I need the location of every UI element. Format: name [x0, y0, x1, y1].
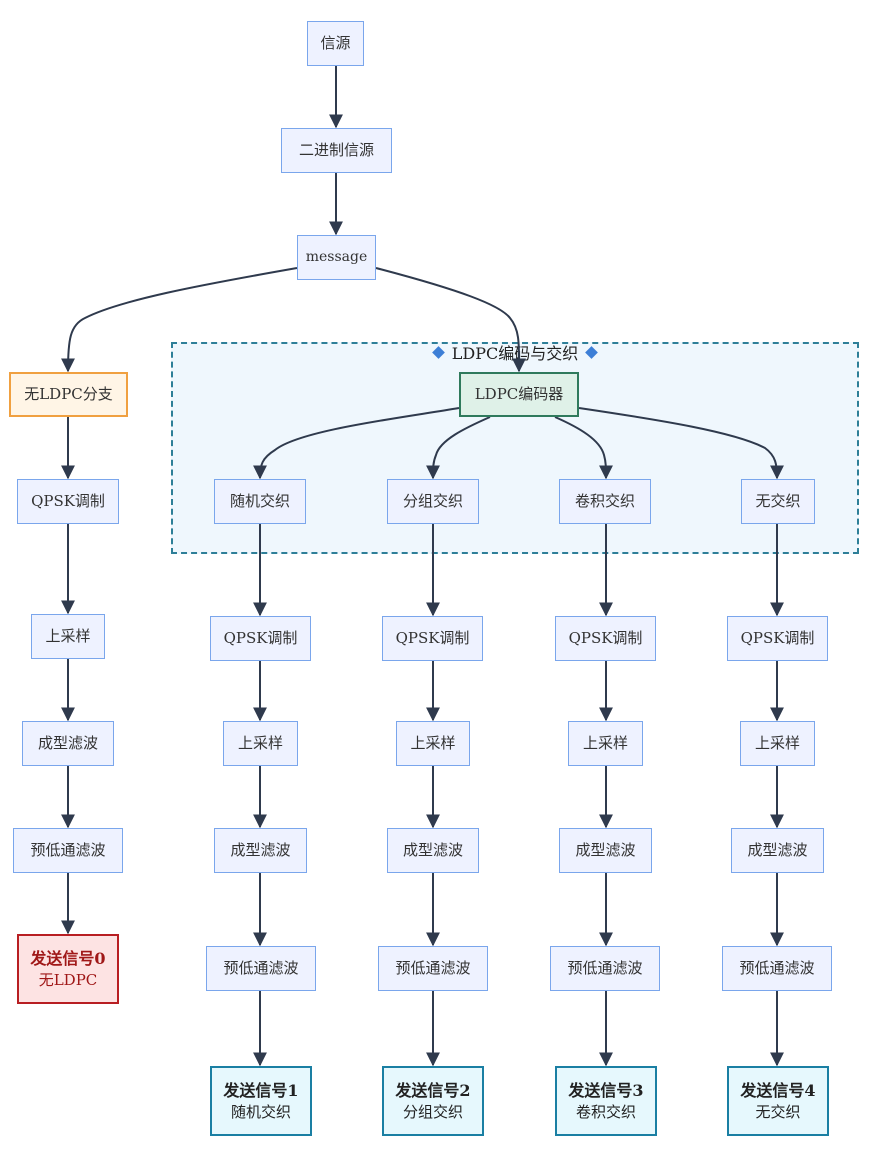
upsample-node-4: 上采样 [740, 721, 815, 766]
prelowpass-filter-node-2: 预低通滤波 [378, 946, 488, 991]
shaping-filter-node-3: 成型滤波 [559, 828, 652, 873]
prelowpass-filter-label-3: 预低通滤波 [567, 959, 643, 978]
qpsk-node-2: QPSK调制 [382, 616, 483, 661]
interleaver-node-1: 随机交织 [214, 479, 306, 524]
output-title-0: 发送信号0 [30, 949, 106, 969]
qpsk-label-2: QPSK调制 [395, 629, 470, 648]
interleaver-node-4: 无交织 [741, 479, 815, 524]
message-label: message [305, 249, 368, 266]
shaping-filter-node-1: 成型滤波 [214, 828, 307, 873]
prelowpass-filter-label-2: 预低通滤波 [395, 959, 471, 978]
qpsk-node-4: QPSK调制 [727, 616, 828, 661]
output-node-0: 发送信号0 无LDPC [17, 934, 119, 1004]
ldpc-encoder-node: LDPC编码器 [459, 372, 579, 417]
qpsk-label-3: QPSK调制 [568, 629, 643, 648]
interleaver-label-1: 随机交织 [229, 492, 290, 511]
prelowpass-filter-node-3: 预低通滤波 [550, 946, 660, 991]
qpsk-node-0: QPSK调制 [17, 479, 119, 524]
interleaver-node-2: 分组交织 [387, 479, 479, 524]
output-subtitle-2: 分组交织 [402, 1102, 463, 1121]
prelowpass-filter-node-0: 预低通滤波 [13, 828, 123, 873]
source-node: 信源 [307, 21, 364, 66]
qpsk-node-3: QPSK调制 [555, 616, 656, 661]
edge-arrow-12 [578, 407, 784, 480]
edge-arrow-9 [253, 407, 460, 480]
ldpc-encoder-label: LDPC编码器 [474, 385, 564, 404]
output-title-4: 发送信号4 [740, 1081, 816, 1101]
upsample-node-1: 上采样 [223, 721, 298, 766]
shaping-filter-label-1: 成型滤波 [230, 841, 291, 860]
qpsk-node-1: QPSK调制 [210, 616, 311, 661]
upsample-node-3: 上采样 [568, 721, 643, 766]
binary-source-node: 二进制信源 [281, 128, 392, 173]
output-subtitle-3: 卷积交织 [575, 1102, 636, 1121]
output-subtitle-0: 无LDPC [38, 970, 98, 989]
ldpc-cluster-title: LDPC编码与交织 [171, 342, 859, 366]
upsample-node-2: 上采样 [396, 721, 470, 766]
output-title-3: 发送信号3 [568, 1081, 644, 1101]
prelowpass-filter-label-0: 预低通滤波 [30, 841, 106, 860]
output-node-2: 发送信号2 分组交织 [382, 1066, 484, 1136]
upsample-label-4: 上采样 [754, 734, 800, 753]
output-title-1: 发送信号1 [223, 1081, 299, 1101]
shaping-filter-label-2: 成型滤波 [402, 841, 463, 860]
upsample-label-0: 上采样 [45, 627, 91, 646]
interleaver-node-3: 卷积交织 [559, 479, 651, 524]
prelowpass-filter-node-1: 预低通滤波 [206, 946, 316, 991]
no-ldpc-branch-node: 无LDPC分支 [9, 372, 128, 417]
shaping-filter-node-0: 成型滤波 [22, 721, 114, 766]
source-label: 信源 [320, 34, 351, 53]
output-title-2: 发送信号2 [395, 1081, 471, 1101]
prelowpass-filter-node-4: 预低通滤波 [722, 946, 832, 991]
edge-arrow-3 [375, 267, 527, 373]
edge-arrow-11 [554, 416, 613, 480]
shaping-filter-label-4: 成型滤波 [747, 841, 808, 860]
qpsk-label-0: QPSK调制 [31, 492, 105, 511]
interleaver-label-3: 卷积交织 [574, 492, 635, 511]
prelowpass-filter-label-1: 预低通滤波 [223, 959, 299, 978]
binary-source-label: 二进制信源 [298, 141, 374, 160]
upsample-label-1: 上采样 [237, 734, 283, 753]
output-node-4: 发送信号4 无交织 [727, 1066, 829, 1136]
upsample-label-2: 上采样 [410, 734, 456, 753]
output-node-3: 发送信号3 卷积交织 [555, 1066, 657, 1136]
qpsk-label-1: QPSK调制 [223, 629, 298, 648]
shaping-filter-node-2: 成型滤波 [387, 828, 479, 873]
qpsk-label-4: QPSK调制 [740, 629, 815, 648]
output-subtitle-4: 无交织 [755, 1102, 801, 1121]
output-node-1: 发送信号1 随机交织 [210, 1066, 312, 1136]
shaping-filter-node-4: 成型滤波 [731, 828, 824, 873]
ldpc-cluster-label: LDPC编码与交织 [451, 344, 579, 363]
message-node: message [297, 235, 376, 280]
interleaver-label-2: 分组交织 [402, 492, 463, 511]
edge-arrow-10 [426, 416, 491, 480]
shaping-filter-label-0: 成型滤波 [37, 734, 98, 753]
interleaver-label-4: 无交织 [755, 492, 801, 511]
upsample-node-0: 上采样 [31, 614, 105, 659]
shaping-filter-label-3: 成型滤波 [575, 841, 636, 860]
upsample-label-3: 上采样 [582, 734, 628, 753]
prelowpass-filter-label-4: 预低通滤波 [739, 959, 815, 978]
no-ldpc-branch-label: 无LDPC分支 [24, 385, 113, 404]
edge-arrow-2 [61, 267, 298, 373]
output-subtitle-1: 随机交织 [230, 1102, 291, 1121]
